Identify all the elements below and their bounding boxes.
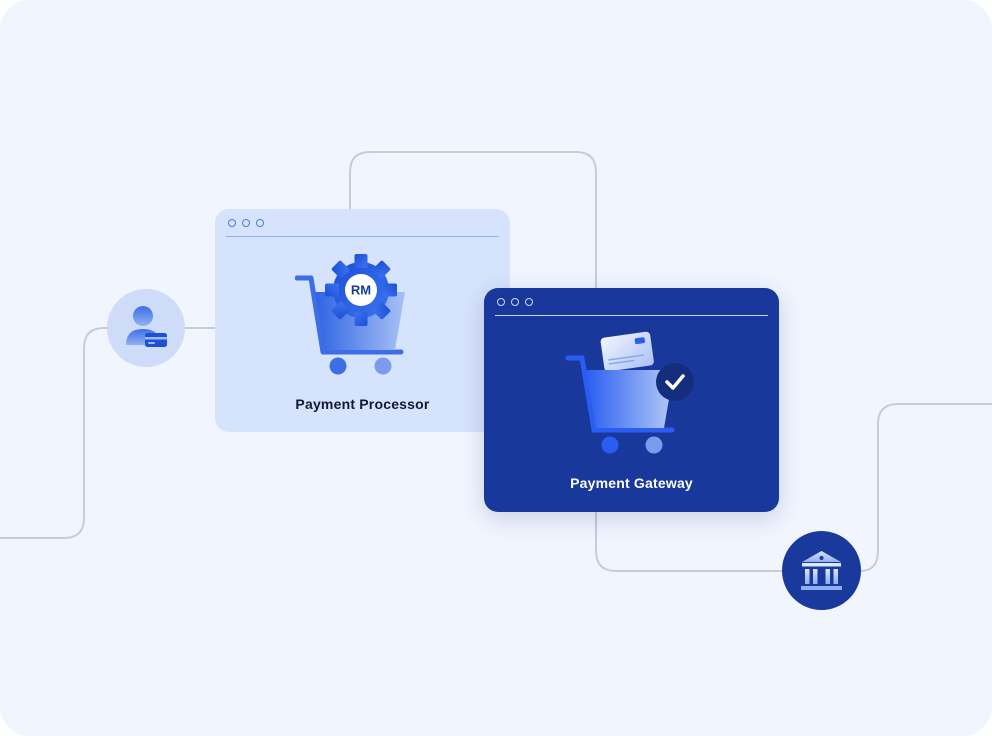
- window-dot: [497, 298, 505, 306]
- window-dot: [511, 298, 519, 306]
- user-node: [107, 289, 185, 367]
- connector-left: [0, 327, 110, 539]
- bank-node: [782, 531, 861, 610]
- connector-top-loop: [349, 151, 597, 290]
- connector-right: [859, 403, 992, 572]
- window-address-bar: [226, 236, 499, 237]
- payment-processor-window: RM Payment Processor: [215, 209, 510, 432]
- window-dot: [228, 219, 236, 227]
- check-badge-icon: [656, 363, 694, 401]
- payment-processor-title: Payment Processor: [295, 396, 430, 412]
- window-dot: [242, 219, 250, 227]
- window-dot: [525, 298, 533, 306]
- payment-gateway-window: Payment Gateway: [484, 288, 779, 512]
- user-with-card-icon: [126, 306, 167, 347]
- cart-with-card-icon: [565, 331, 694, 454]
- connector-gateway-bank: [595, 512, 784, 572]
- window-dot: [256, 219, 264, 227]
- window-address-bar: [495, 315, 768, 316]
- cart-with-gear-icon: RM: [295, 254, 405, 375]
- payment-gateway-title: Payment Gateway: [570, 475, 693, 491]
- gear-label: RM: [351, 283, 371, 298]
- window-controls: [497, 298, 533, 306]
- bank-icon: [801, 551, 842, 590]
- window-controls: [228, 219, 264, 227]
